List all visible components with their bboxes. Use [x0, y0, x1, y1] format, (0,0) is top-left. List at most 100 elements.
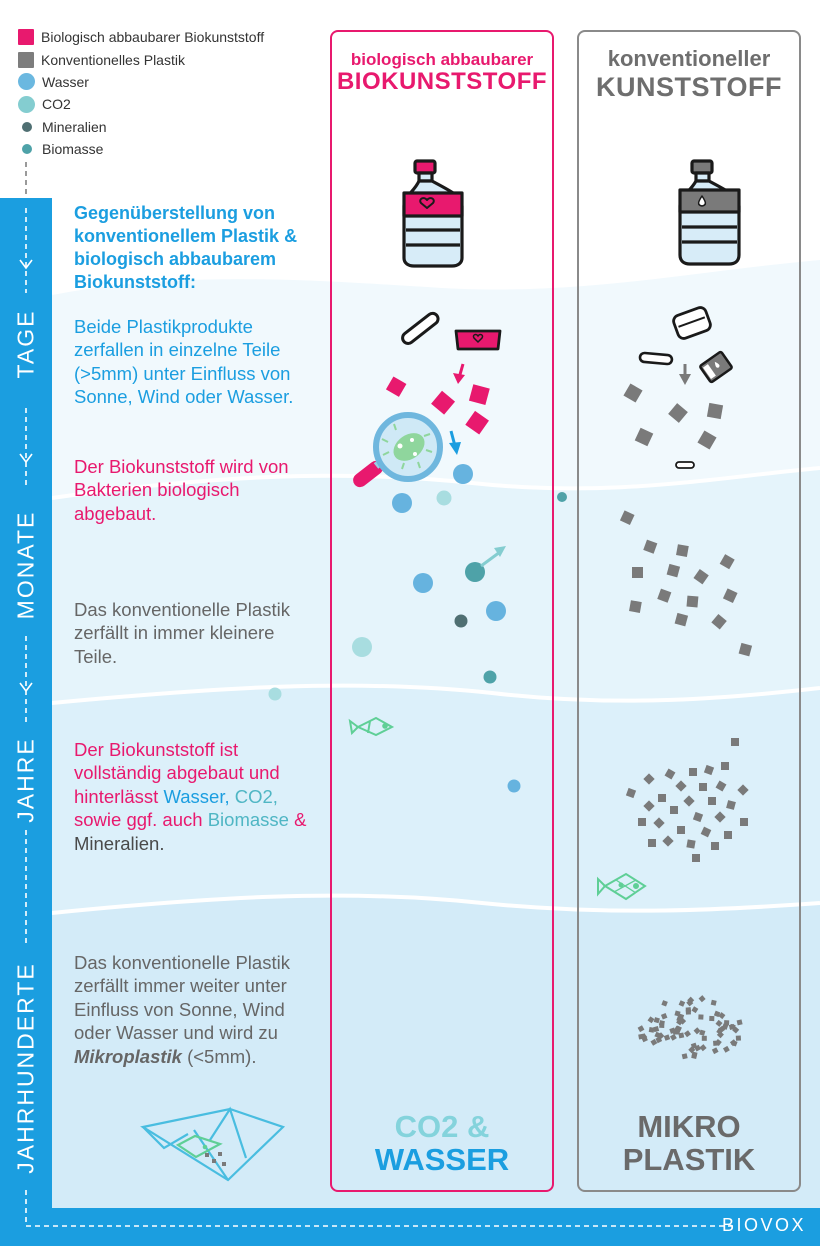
text-segment: (<5mm). [181, 1045, 257, 1067]
microplastic-particle [687, 996, 695, 1004]
grey-square-icon [18, 51, 34, 68]
bio-dots [268, 464, 567, 793]
paragraph-bio-result: Der Biokunststoff ist vollständig abgeba… [74, 738, 319, 855]
legend-item-co2: CO2 [18, 93, 264, 115]
microplastic-particle [736, 1019, 743, 1026]
legend-connector [25, 162, 27, 198]
microplastic-particle [669, 1033, 677, 1041]
conv-column [577, 30, 801, 1192]
conv-footer-line1: MIKRO [637, 1109, 741, 1144]
text-segment: & [288, 809, 307, 831]
conv-medium-pieces [619, 510, 753, 657]
conv-fragments [623, 306, 733, 469]
text-segment: Der Biokunststoff ist vollständig abgeba… [74, 739, 280, 807]
legend-label: Konventionelles Plastik [41, 51, 185, 68]
microplastic-particle [685, 1007, 692, 1013]
intro-title: Gegenüberstellung von konventionellem Pl… [74, 203, 298, 292]
microplastic-particle [647, 1016, 655, 1024]
microplastic-particle [735, 1035, 742, 1041]
microplastic-particle [713, 1010, 721, 1018]
conv-header-big: KUNSTSTOFF [596, 71, 782, 102]
bio-header-big: BIOKUNSTSTOFF [336, 68, 548, 96]
bio-footer-line2: WASSER [374, 1142, 510, 1178]
microplastic-particle [711, 1047, 719, 1055]
microplastic-particle [729, 1023, 736, 1030]
bio-column-footer: CO2 & WASSER [330, 1110, 554, 1177]
microplastic-particle [691, 1053, 698, 1059]
text-co2: CO2, [234, 785, 278, 807]
microplastic-particle [681, 1053, 688, 1060]
text-segment: Das konventionelle Plastik zerfällt imme… [74, 952, 290, 1044]
conv-column-header: konventioneller KUNSTSTOFF [577, 46, 801, 102]
fish-icon [348, 716, 395, 737]
microplastic-particle [693, 1027, 701, 1035]
text-wasser: Wasser, [163, 785, 230, 807]
microplastic-particle [684, 1030, 691, 1038]
microplastic-particles [637, 995, 743, 1060]
microplastic-particle [669, 1027, 676, 1034]
legend-item-biokunststoff: Biologisch abbaubarer Biokunststoff [18, 26, 264, 48]
microplastic-particle [718, 1025, 726, 1033]
teal-dot-icon [18, 95, 35, 113]
microplastic-particle [731, 1040, 738, 1047]
microplastic-particle [698, 995, 706, 1003]
microplastic-particle [691, 1006, 699, 1014]
conv-header-small: konventioneller [607, 46, 771, 71]
big-fish-icon [140, 1106, 286, 1182]
microplastic-particle [650, 1038, 658, 1046]
microplastic-particle [641, 1035, 648, 1043]
conv-column-footer: MIKRO PLASTIK [577, 1110, 801, 1177]
paragraph-microplastic: Das konventionelle Plastik zerfällt imme… [74, 951, 319, 1068]
legend-label: Mineralien [42, 118, 107, 135]
microplastic-particle [714, 1038, 722, 1047]
scene-background [52, 198, 820, 1208]
microplastic-particle [637, 1025, 645, 1033]
bio-column [330, 30, 554, 1192]
microplastic-particle [674, 1029, 680, 1035]
bio-footer-line1: CO2 & [394, 1109, 490, 1144]
bio-fragments [385, 311, 502, 455]
legend-label: CO2 [42, 96, 71, 113]
microplastic-particle [723, 1020, 730, 1026]
text-mineralien: Mineralien. [74, 832, 165, 854]
text-mikroplastik: Mikroplastik [74, 1045, 182, 1067]
microplastic-particle [659, 1022, 665, 1028]
legend-label: Biomasse [42, 141, 104, 158]
microplastic-particle [701, 1035, 707, 1041]
paragraph-conv-smaller: Das konventionelle Plastik zerfällt in i… [74, 599, 290, 667]
pink-square-icon [18, 29, 34, 46]
microplastic-particle [678, 1000, 686, 1007]
timeline: TAGE MONATE JAHRE JAHRHUNDERTE [0, 198, 735, 1246]
biomass-dot-icon [22, 144, 32, 155]
conv-bottle-icon [678, 159, 741, 266]
microplastic-particle [653, 1017, 660, 1024]
legend-item-wasser: Wasser [18, 71, 264, 93]
microplastic-particle [709, 1015, 715, 1022]
microplastic-particle [655, 1036, 663, 1044]
legend-item-biomasse: Biomasse [18, 138, 264, 160]
conv-small-pieces [625, 738, 749, 862]
brand-logo: BIOVOX [721, 1215, 806, 1235]
fish-icon [597, 872, 647, 901]
legend-item-mineralien: Mineralien [18, 116, 264, 138]
microplastic-particle [663, 1034, 671, 1041]
water-layers [52, 256, 820, 1208]
blue-dot-icon [18, 73, 35, 91]
microplastic-particle [699, 1029, 706, 1036]
microplastic-particle [678, 1032, 685, 1039]
paragraph-fragmentation: Beide Plastikprodukte zerfallen in einze… [74, 316, 294, 408]
bio-bottle-icon [402, 159, 464, 268]
microplastic-particle [698, 1014, 704, 1020]
timeline-dashes [19, 208, 735, 1227]
legend-label: Biologisch abbaubarer Biokunststoff [41, 29, 265, 46]
legend-label: Wasser [42, 73, 89, 90]
text-segment: sowie ggf. auch [74, 809, 208, 831]
microplastic-particle [676, 1018, 684, 1026]
conv-footer-line2: PLASTIK [622, 1142, 756, 1178]
microplastic-particle [718, 1012, 726, 1020]
bio-column-header: biologisch abbaubarer BIOKUNSTSTOFF [330, 50, 554, 96]
microplastic-particle [648, 1027, 655, 1033]
microplastic-particle [699, 1044, 707, 1052]
microplastic-particle [660, 1013, 668, 1020]
footer-bar [0, 1208, 820, 1246]
